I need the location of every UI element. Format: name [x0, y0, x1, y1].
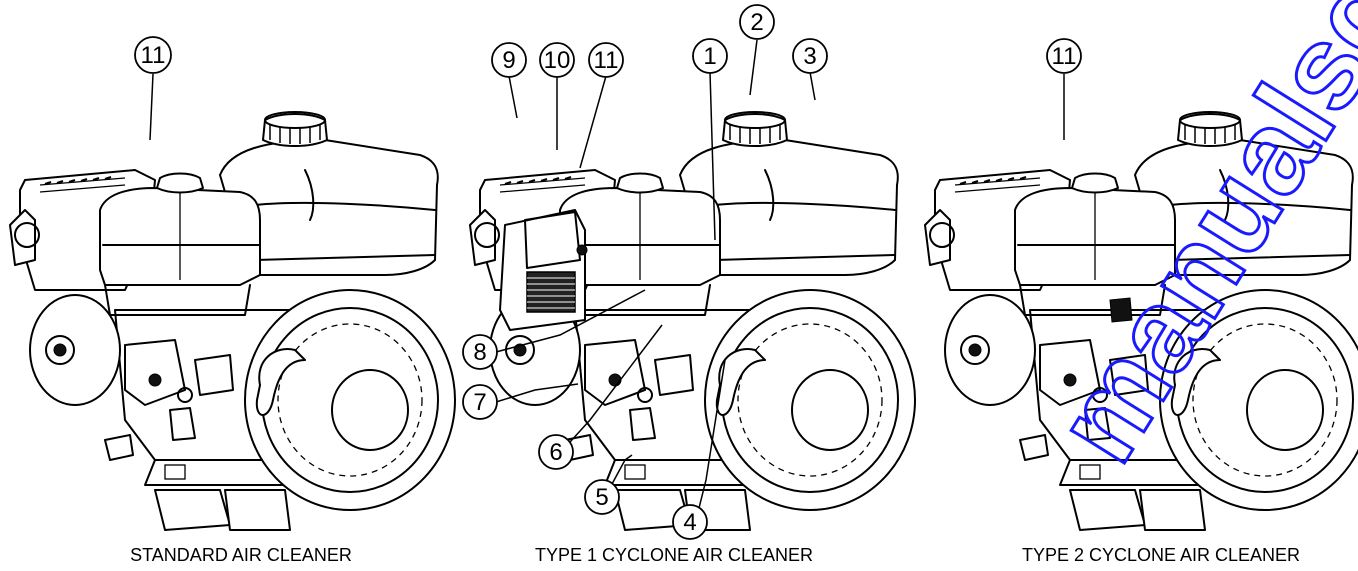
caption-standard-air-cleaner: STANDARD AIR CLEANER [130, 545, 352, 565]
callout-fig2-7: 7 [462, 384, 498, 420]
caption-type1-cyclone-air-cleaner: TYPE 1 CYCLONE AIR CLEANER [535, 545, 813, 565]
svg-text:5: 5 [595, 484, 608, 511]
svg-text:11: 11 [1052, 43, 1077, 70]
callout-fig2-2: 2 [739, 4, 775, 40]
callout-fig3-11: 11 [1046, 38, 1082, 74]
svg-text:11: 11 [594, 47, 619, 74]
svg-text:1: 1 [703, 43, 716, 70]
svg-text:2: 2 [750, 9, 763, 36]
callout-fig2-9: 9 [491, 42, 527, 78]
figure-standard-air-cleaner [9, 111, 456, 531]
figure-type1-cyclone-air-cleaner [469, 111, 916, 531]
svg-text:9: 9 [502, 47, 515, 74]
callout-fig2-6: 6 [538, 434, 574, 470]
callout-fig2-4: 4 [672, 504, 708, 540]
svg-text:4: 4 [683, 509, 696, 536]
figure-type2-cyclone-air-cleaner [924, 111, 1358, 531]
svg-text:7: 7 [473, 389, 486, 416]
callout-fig2-8: 8 [462, 334, 498, 370]
callout-fig2-11: 11 [588, 42, 624, 78]
svg-text:10: 10 [544, 47, 571, 74]
callout-fig1-11: 11 [134, 36, 172, 74]
caption-type2-cyclone-air-cleaner: TYPE 2 CYCLONE AIR CLEANER [1022, 545, 1300, 565]
callout-fig2-5: 5 [584, 479, 620, 515]
callout-fig2-10: 10 [539, 42, 575, 78]
svg-text:3: 3 [803, 43, 816, 70]
svg-text:6: 6 [549, 439, 562, 466]
svg-text:11: 11 [141, 42, 166, 69]
leader-lines [149, 39, 1065, 513]
callout-fig2-3: 3 [792, 38, 828, 74]
callout-fig2-1: 1 [692, 38, 728, 74]
callouts: 11 9 10 11 1 2 3 8 [134, 4, 1082, 540]
svg-text:8: 8 [473, 339, 486, 366]
